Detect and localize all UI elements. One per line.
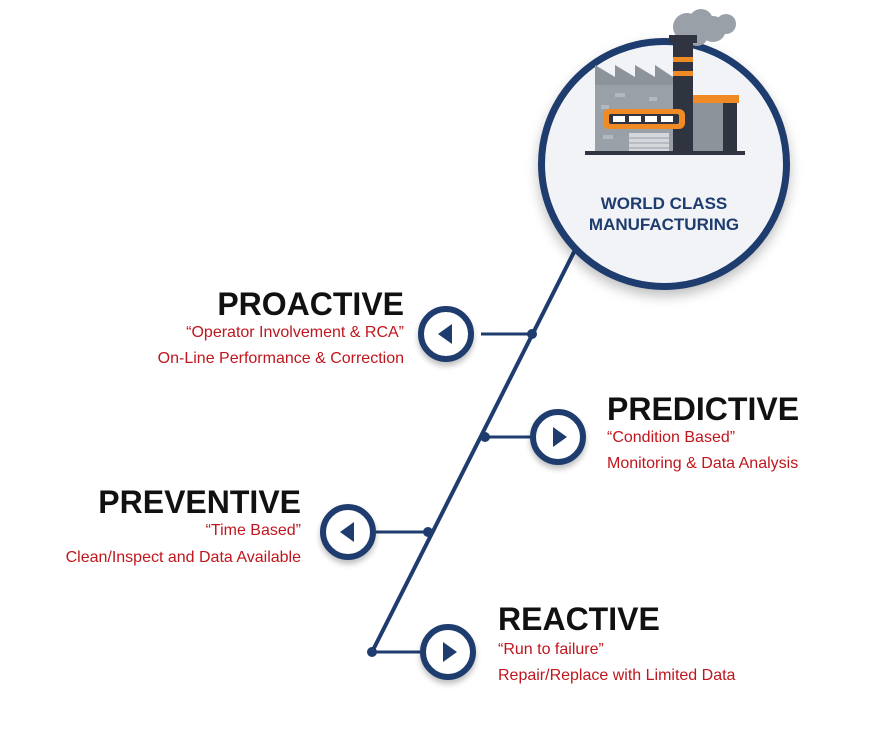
preventive-detail: Clean/Inspect and Data Available [65, 549, 301, 566]
proactive-quote: “Operator Involvement & RCA” [186, 324, 404, 341]
predictive-detail: Monitoring & Data Analysis [607, 455, 799, 472]
preventive-title: PREVENTIVE [98, 484, 301, 520]
node-proactive [527, 329, 537, 339]
reactive-button[interactable] [420, 624, 476, 680]
reactive-quote: “Run to failure” [498, 641, 604, 658]
hub-label-line1: WORLD CLASS [600, 194, 728, 213]
hub-label-line2: MANUFACTURING [588, 215, 740, 234]
preventive-quote: “Time Based” [205, 522, 301, 539]
node-predictive [480, 432, 490, 442]
hub-label: WORLD CLASS MANUFACTURING [545, 193, 783, 235]
node-reactive [367, 647, 377, 657]
arrow-right-icon [553, 427, 567, 447]
arrow-right-icon [443, 642, 457, 662]
node-preventive [423, 527, 433, 537]
arrow-left-icon [340, 522, 354, 542]
preventive-button[interactable] [320, 504, 376, 560]
predictive-title: PREDICTIVE [607, 391, 800, 427]
predictive-button[interactable] [530, 409, 586, 465]
reactive-title: REACTIVE [498, 601, 660, 637]
world-class-manufacturing-hub: WORLD CLASS MANUFACTURING [538, 9, 790, 290]
factory-icon [585, 9, 745, 155]
arrow-left-icon [438, 324, 452, 344]
proactive-button[interactable] [418, 306, 474, 362]
reactive-detail: Repair/Replace with Limited Data [498, 667, 736, 684]
spine-line [370, 248, 577, 654]
proactive-detail: On-Line Performance & Correction [157, 350, 404, 367]
proactive-title: PROACTIVE [217, 286, 404, 322]
predictive-quote: “Condition Based” [607, 429, 736, 446]
